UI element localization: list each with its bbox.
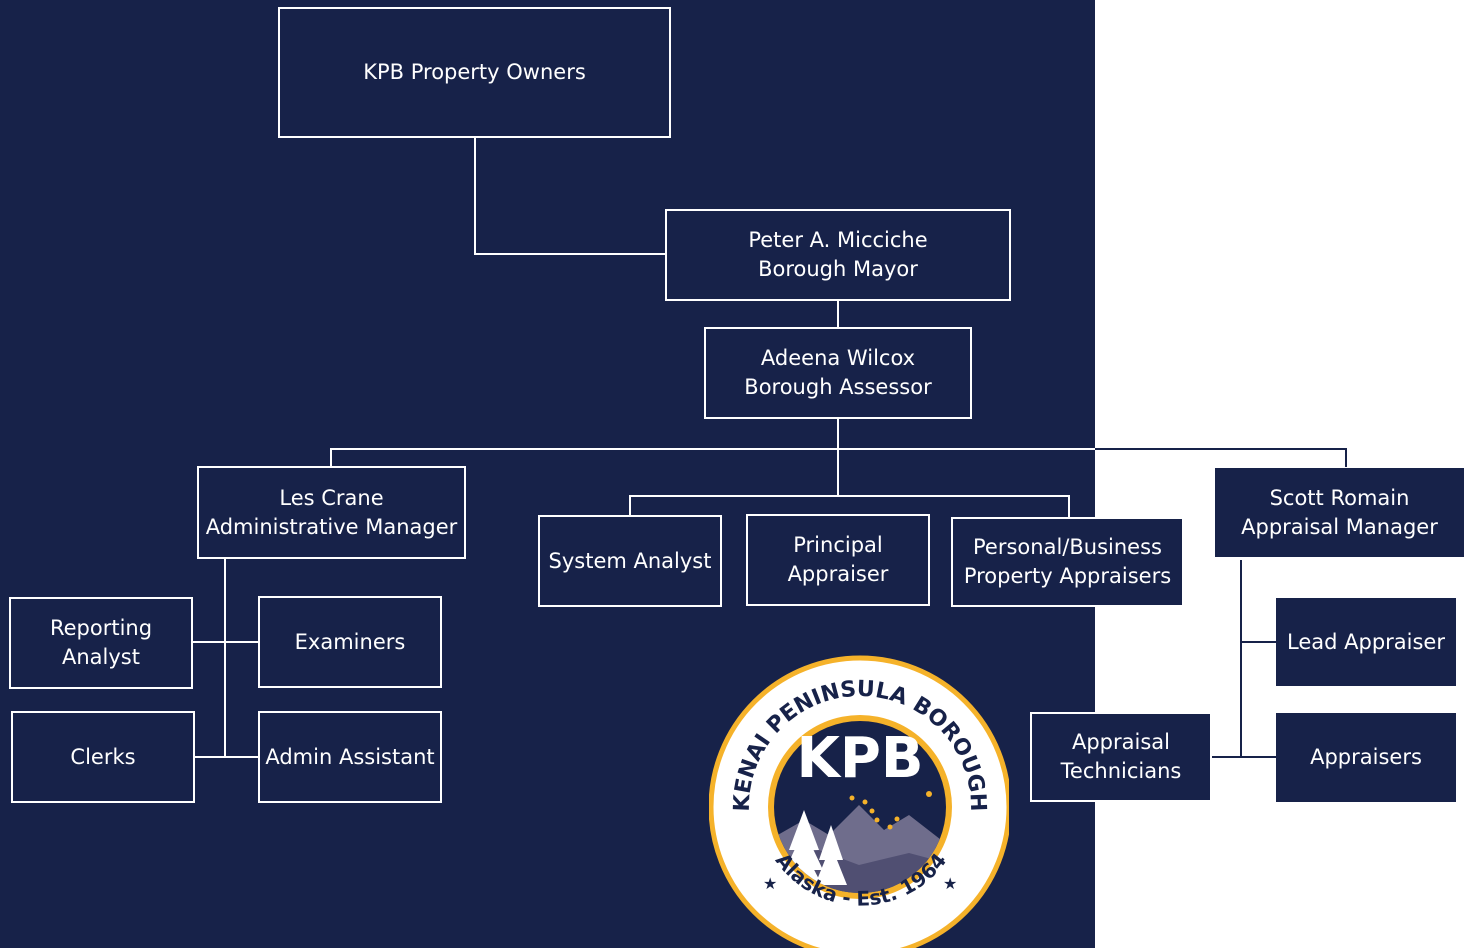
personal-business-line1: Personal/Business: [973, 535, 1162, 559]
mayor-title: Borough Mayor: [758, 257, 918, 281]
admin-manager-title: Administrative Manager: [205, 514, 458, 539]
appraisal-technicians-line2: Technicians: [1060, 759, 1182, 783]
appraisers-label: Appraisers: [1310, 745, 1422, 769]
lead-appraiser-box: Lead Appraiser: [1276, 598, 1456, 686]
assessor-name: Adeena Wilcox: [760, 346, 916, 370]
mayor-name: Peter A. Micciche: [748, 228, 928, 252]
personal-business-line2: Property Appraisers: [963, 564, 1172, 588]
appraisal-manager-title: Appraisal Manager: [1241, 514, 1438, 539]
seal-star-right-icon: ★: [943, 874, 957, 893]
reporting-analyst-box: Reporting Analyst: [9, 597, 193, 689]
kpb-property-owners-label: KPB Property Owners: [363, 60, 586, 84]
appraisal-technicians-box: Appraisal Technicians: [1030, 712, 1212, 802]
appraisal-technicians-line1: Appraisal: [1071, 730, 1170, 754]
clerks-label: Clerks: [70, 744, 136, 769]
system-analyst-box: System Analyst: [538, 515, 722, 607]
kpb-property-owners-box: KPB Property Owners: [278, 7, 671, 138]
principal-appraiser-line2: Appraiser: [787, 562, 889, 586]
admin-assistant-box: Admin Assistant: [258, 711, 442, 803]
system-analyst-label: System Analyst: [548, 548, 712, 573]
admin-assistant-label: Admin Assistant: [265, 744, 435, 769]
examiners-box: Examiners: [258, 596, 442, 688]
borough-assessor-box: Adeena Wilcox Borough Assessor: [704, 327, 972, 419]
seal-star-left-icon: ★: [763, 874, 777, 893]
reporting-analyst-line2: Analyst: [62, 645, 140, 669]
assessor-title: Borough Assessor: [744, 375, 932, 399]
reporting-analyst-line1: Reporting: [49, 616, 153, 640]
examiners-label: Examiners: [294, 629, 406, 654]
seal-center-text: KPB: [796, 726, 923, 791]
kpb-seal-logo: KPB KENAI PENINSULA BOROUGH Alaska - Est…: [709, 655, 1009, 948]
admin-manager-name: Les Crane: [279, 485, 384, 510]
principal-appraiser-box: Principal Appraiser: [746, 514, 930, 606]
appraisal-manager-name: Scott Romain: [1269, 485, 1410, 510]
appraisers-box: Appraisers: [1276, 713, 1456, 802]
appraisal-manager-box: Scott Romain Appraisal Manager: [1215, 468, 1464, 557]
administrative-manager-box: Les Crane Administrative Manager: [197, 466, 466, 559]
personal-business-appraisers-box: Personal/Business Property Appraisers: [951, 517, 1184, 607]
lead-appraiser-label: Lead Appraiser: [1287, 629, 1445, 654]
borough-mayor-box: Peter A. Micciche Borough Mayor: [665, 209, 1011, 301]
clerks-box: Clerks: [11, 711, 195, 803]
principal-appraiser-line1: Principal: [793, 533, 883, 557]
